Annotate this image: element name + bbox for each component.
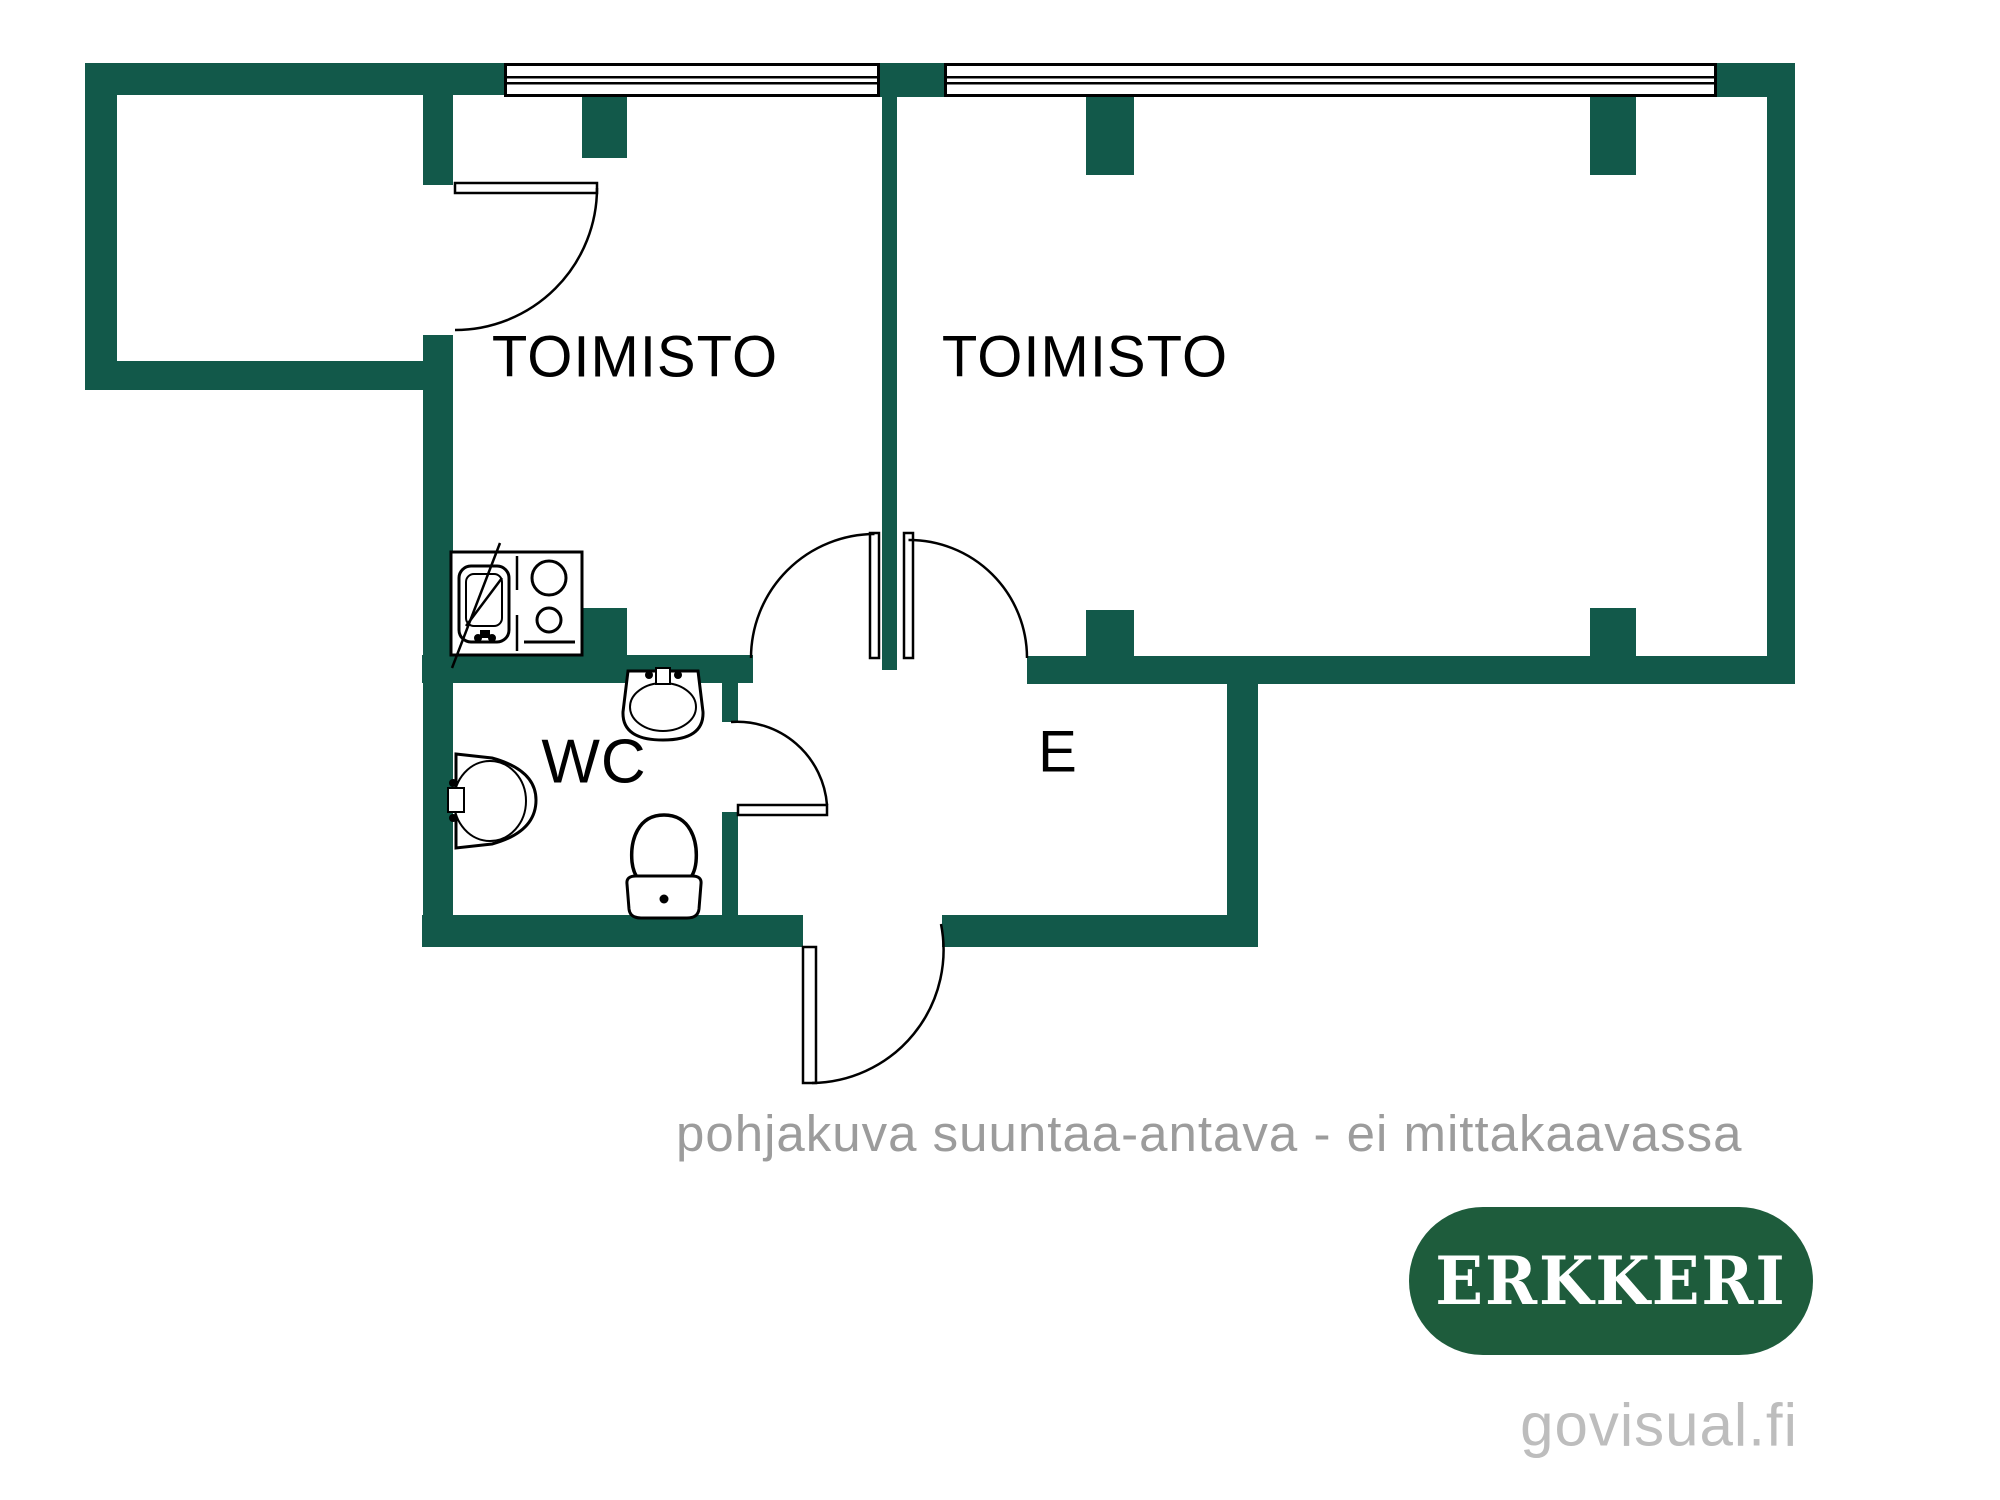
erkkeri-logo: ERKKERI bbox=[1409, 1207, 1813, 1355]
wall-center-divider bbox=[882, 95, 897, 670]
wall-stub-bottom-2 bbox=[1590, 608, 1636, 656]
office-left-door-icon bbox=[749, 531, 881, 660]
room-label-office-left: TOIMISTO bbox=[491, 324, 779, 390]
wall-office-right-bottom bbox=[1027, 656, 1795, 684]
wall-stub-bottom-1 bbox=[1086, 610, 1134, 656]
wall-annex-bottom bbox=[85, 361, 423, 390]
wall-window-pillar bbox=[880, 63, 944, 97]
disclaimer-text: pohjakuva suuntaa-antava - ei mittakaava… bbox=[676, 1105, 1743, 1162]
wall-stub-window-right-1 bbox=[1086, 97, 1134, 175]
kitchenette-sink-icon bbox=[449, 542, 584, 669]
wc-washbasin-top-icon bbox=[621, 667, 705, 742]
website-text: govisual.fi bbox=[1520, 1391, 1798, 1459]
window-office-right-icon bbox=[944, 63, 1717, 97]
entrance-door-icon bbox=[801, 923, 945, 1085]
wall-bottom-left bbox=[422, 915, 803, 947]
wall-wc-right-upper bbox=[722, 670, 738, 722]
wc-washbasin-side-icon bbox=[447, 752, 538, 850]
kitchenette-stove-icon bbox=[524, 559, 575, 644]
doors bbox=[453, 181, 1029, 1085]
wall-stub-kitchen bbox=[582, 608, 627, 655]
wall-right bbox=[1767, 63, 1795, 684]
office-right-door-icon bbox=[902, 531, 1029, 660]
wall-bottom-right bbox=[942, 915, 1258, 947]
room-label-wc: WC bbox=[541, 727, 647, 797]
toilet-icon bbox=[625, 813, 703, 920]
wall-entrance-right bbox=[1227, 684, 1258, 915]
wall-kitchen-row bbox=[422, 655, 753, 683]
wc-door-icon bbox=[730, 720, 829, 817]
room-label-office-right: TOIMISTO bbox=[941, 324, 1229, 390]
wall-west-upper bbox=[423, 63, 453, 185]
fixtures bbox=[447, 542, 705, 920]
wall-stub-window-left bbox=[582, 97, 627, 158]
wall-stub-window-right-2 bbox=[1590, 97, 1636, 175]
window-office-left-icon bbox=[504, 63, 880, 97]
erkkeri-logo-text: ERKKERI bbox=[1435, 1242, 1787, 1320]
wall-west-lower bbox=[423, 335, 453, 947]
annex-door-icon bbox=[453, 181, 599, 332]
windows bbox=[504, 63, 1717, 97]
wall-annex-left bbox=[85, 63, 117, 390]
walls bbox=[85, 63, 1795, 947]
room-label-entrance: E bbox=[1038, 719, 1078, 785]
wall-wc-right-lower bbox=[722, 812, 738, 915]
